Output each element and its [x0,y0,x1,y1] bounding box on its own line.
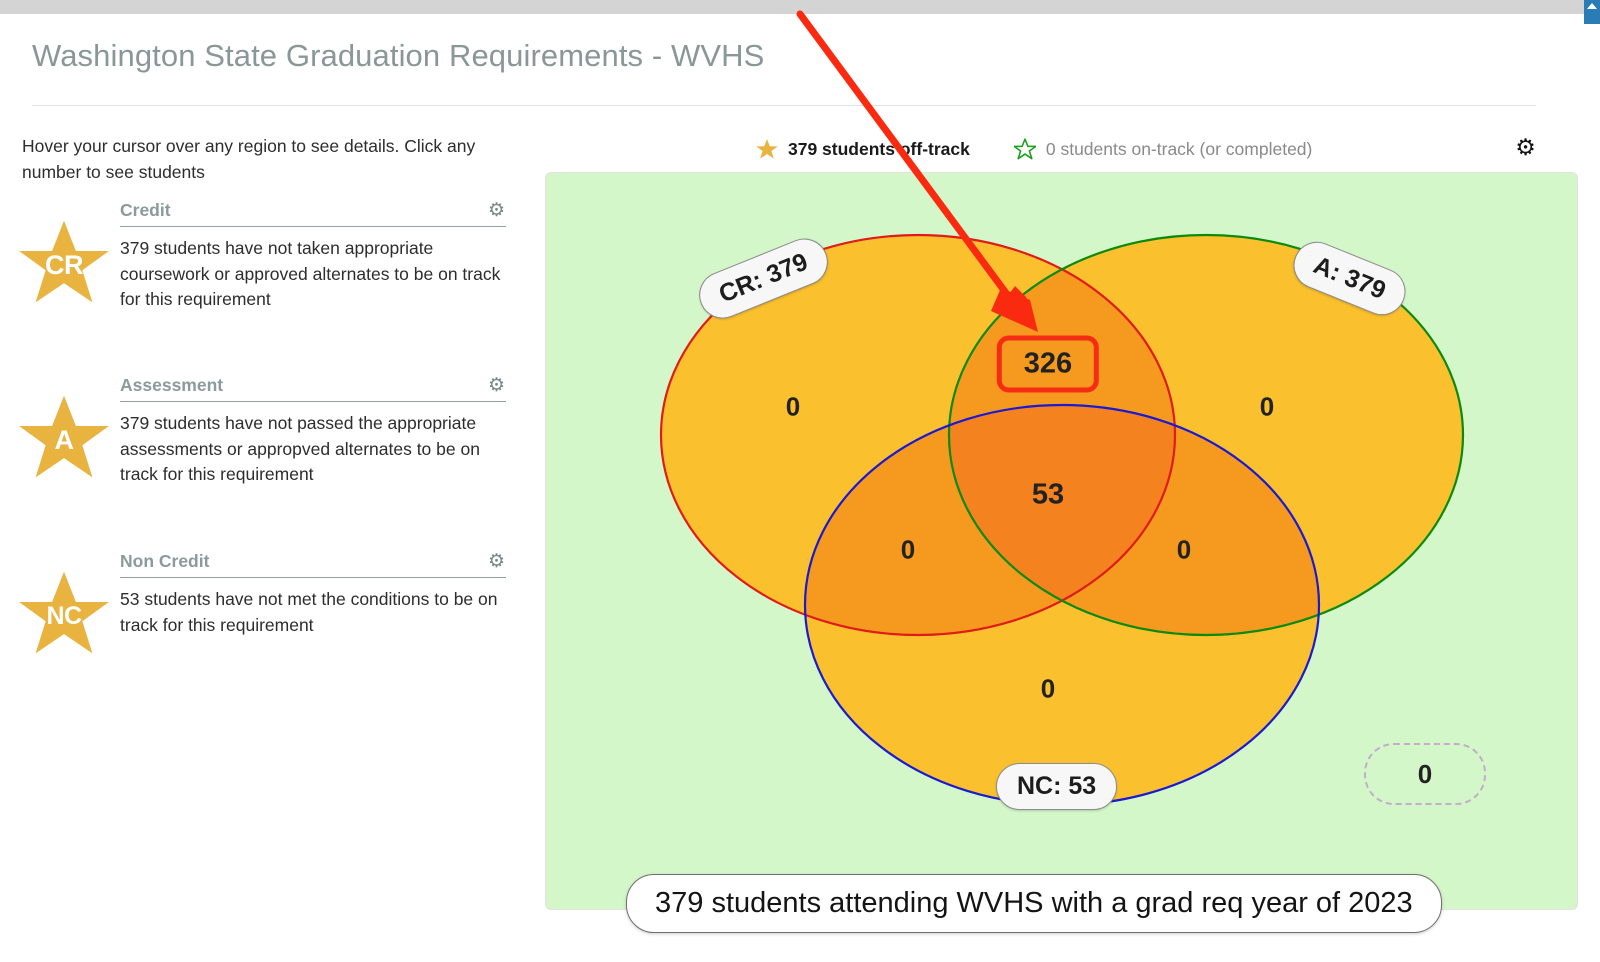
gear-icon[interactable]: ⚙ [487,551,506,572]
page-title: Washington State Graduation Requirements… [32,38,765,73]
scroll-up-arrow-icon [1587,3,1597,9]
non-credit-header: Non Credit ⚙ [120,551,506,578]
legend-off-track-label: 379 students off-track [788,138,970,159]
assessment-abbr: A [54,424,75,455]
star-filled-icon [19,395,109,478]
region-value-outside[interactable]: 0 [1364,743,1486,805]
window-top-bar [0,0,1600,24]
gear-icon[interactable]: ⚙ [487,200,506,221]
non-credit-description: 53 students have not met the conditions … [120,589,498,635]
non-credit-abbr: NC [46,601,82,630]
gear-icon[interactable]: ⚙ [1515,134,1536,160]
region-value-cr-a-nc[interactable]: 53 [1031,478,1065,511]
assessment-body: Assessment ⚙ 379 students have not passe… [120,375,506,488]
legend-off-track[interactable]: 379 students off-track [756,138,970,160]
assessment-label: Assessment [120,375,224,395]
requirement-item-credit: CR Credit ⚙ 379 students have not taken … [18,200,518,313]
assessment-description: 379 students have not passed the appropr… [120,413,480,484]
star-filled-icon [19,220,109,303]
credit-abbr: CR [45,249,84,280]
region-value-a-nc[interactable]: 0 [1176,534,1192,565]
region-value-nc-only[interactable]: 0 [1040,673,1056,704]
instructions-text: Hover your cursor over any region to see… [22,136,476,182]
requirement-item-non-credit: NC Non Credit ⚙ 53 students have not met… [18,551,518,654]
star-filled-icon [19,571,109,654]
set-label-nc[interactable]: NC: 53 [996,763,1118,810]
legend-on-track-label: 0 students on-track (or completed) [1045,138,1313,159]
assessment-star-badge: A [18,393,110,481]
region-value-cr-nc[interactable]: 0 [900,534,916,565]
legend-on-track[interactable]: 0 students on-track (or completed) [1013,138,1313,160]
requirement-item-assessment: A Assessment ⚙ 379 students have not pas… [18,375,518,488]
non-credit-label: Non Credit [120,551,210,571]
non-credit-body: Non Credit ⚙ 53 students have not met th… [120,551,506,638]
chart-legend: 379 students off-track 0 students on-tra… [756,138,1312,160]
venn-diagram [659,233,1465,807]
credit-header: Credit ⚙ [120,200,506,227]
set-a-outline [947,233,1465,637]
non-credit-star-badge: NC [18,569,110,657]
venn-diagram-panel: 0 0 0 0 0 53 326 CR: 379 A: 379 NC: 53 0 [545,172,1578,910]
credit-label: Credit [120,200,171,220]
region-value-a-only[interactable]: 0 [1259,391,1275,422]
header-divider [32,105,1536,106]
gear-icon[interactable]: ⚙ [487,375,506,396]
chart-caption: 379 students attending WVHS with a grad … [626,874,1442,933]
credit-star-badge: CR [18,218,110,306]
star-outline-icon [1013,138,1036,160]
credit-description: 379 students have not taken appropriate … [120,238,501,309]
credit-body: Credit ⚙ 379 students have not taken app… [120,200,506,313]
region-value-cr-only[interactable]: 0 [785,391,801,422]
assessment-header: Assessment ⚙ [120,375,506,402]
region-value-cr-a[interactable]: 326 [996,335,1100,393]
vertical-scrollbar-thumb[interactable] [1584,0,1600,24]
star-filled-icon [756,139,778,159]
